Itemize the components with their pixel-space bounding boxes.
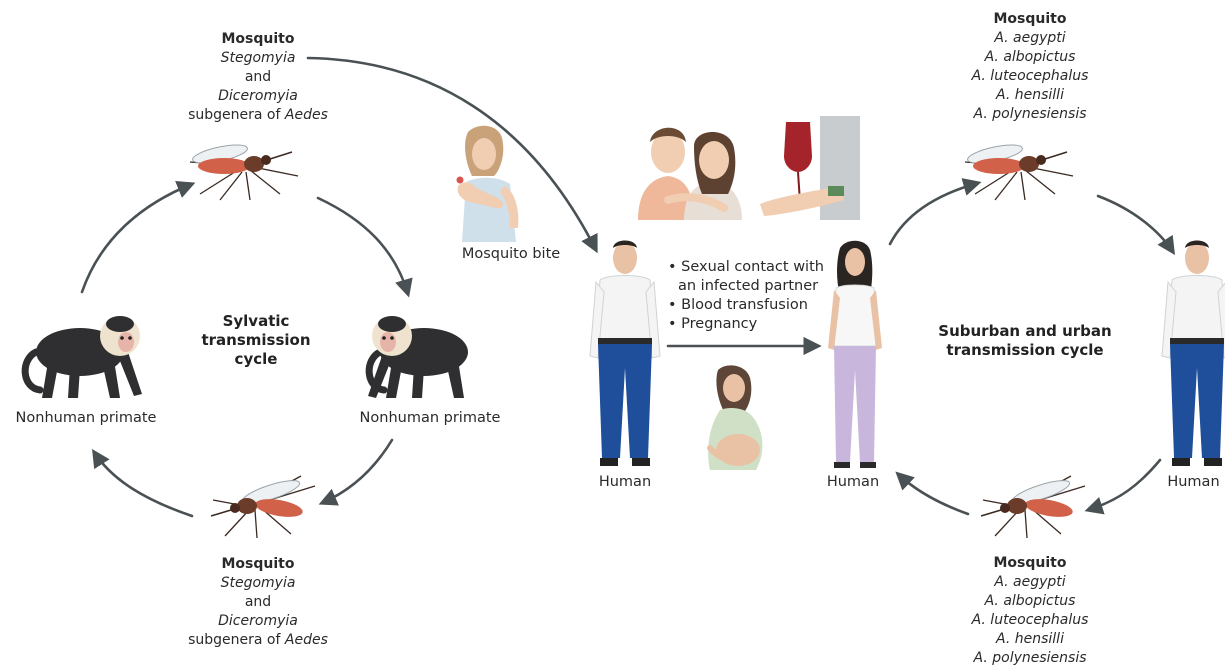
mosquito-title: Mosquito [158, 555, 358, 574]
urban-bottom-mosquito-label: Mosquito A. aegypti A. albopictus A. lut… [945, 554, 1115, 668]
species-line: A. polynesiensis [945, 105, 1115, 124]
cycle-label-line: transmission [196, 331, 316, 350]
mode-item: an infected partner [668, 277, 824, 296]
sylvatic-cycle-label: Sylvatic transmission cycle [196, 312, 316, 369]
arrow-primate-to-mosquito [82, 184, 192, 292]
species-line: Diceromyia [158, 612, 358, 631]
species-line: subgenera of [188, 632, 285, 648]
mode-item: • Blood transfusion [668, 296, 824, 315]
mode-item: • Pregnancy [668, 315, 824, 334]
human-right-figure [1160, 236, 1225, 470]
human-man-label: Human [590, 474, 660, 490]
mosquito-icon [205, 470, 335, 540]
species-line: A. hensilli [945, 630, 1115, 649]
human-woman-figure [822, 240, 888, 472]
species-line: subgenera of [188, 107, 285, 123]
human-man-figure [588, 236, 662, 470]
left-primate-label: Nonhuman primate [6, 410, 166, 426]
cycle-label-line: Sylvatic [196, 312, 316, 331]
mosquito-icon [180, 132, 310, 202]
urban-top-mosquito-label: Mosquito A. aegypti A. albopictus A. lut… [945, 10, 1115, 124]
monkey-icon [362, 300, 492, 402]
human-right-label: Human [1162, 474, 1225, 490]
right-primate-label: Nonhuman primate [350, 410, 510, 426]
blood-transfusion-illustration [760, 116, 860, 220]
pregnant-woman-illustration [700, 364, 770, 470]
species-line: A. polynesiensis [945, 649, 1115, 668]
cycle-label-line: transmission cycle [930, 341, 1120, 360]
species-line: A. luteocephalus [945, 67, 1115, 86]
mosquito-title: Mosquito [945, 10, 1115, 29]
mosquito-title: Mosquito [168, 30, 348, 49]
mosquito-icon [975, 470, 1105, 540]
species-line: A. albopictus [945, 48, 1115, 67]
mode-item: • Sexual contact with [668, 258, 824, 277]
mosquito-icon [955, 132, 1085, 202]
arrow-mosquito-to-primate [318, 198, 408, 294]
species-line: Stegomyia [158, 574, 358, 593]
mosquito-title: Mosquito [945, 554, 1115, 573]
mosquito-bite-label: Mosquito bite [448, 246, 574, 262]
cycle-label-line: cycle [196, 350, 316, 369]
urban-cycle-label: Suburban and urban transmission cycle [930, 322, 1120, 360]
arrow-bottom-mosquito-to-primate [94, 452, 192, 516]
species-line: Diceromyia [168, 87, 348, 106]
arrow-bottom-mosquito-to-woman [898, 474, 968, 514]
species-line: Stegomyia [168, 49, 348, 68]
mosquito-bite-illustration [448, 124, 528, 242]
species-line: A. aegypti [945, 29, 1115, 48]
species-line: A. hensilli [945, 86, 1115, 105]
cycle-label-line: Suburban and urban [930, 322, 1120, 341]
couple-illustration [628, 116, 748, 220]
species-line: A. luteocephalus [945, 611, 1115, 630]
genus-name: Aedes [285, 107, 328, 123]
species-line: and [168, 68, 348, 87]
species-line: and [158, 593, 358, 612]
sylvatic-bottom-mosquito-label: Mosquito Stegomyia and Diceromyia subgen… [158, 555, 358, 650]
transmission-modes-list: • Sexual contact with an infected partne… [668, 258, 824, 334]
sylvatic-top-mosquito-label: Mosquito Stegomyia and Diceromyia subgen… [168, 30, 348, 125]
human-woman-label: Human [818, 474, 888, 490]
genus-name: Aedes [285, 632, 328, 648]
species-line: A. aegypti [945, 573, 1115, 592]
monkey-icon [18, 300, 148, 402]
species-line: A. albopictus [945, 592, 1115, 611]
